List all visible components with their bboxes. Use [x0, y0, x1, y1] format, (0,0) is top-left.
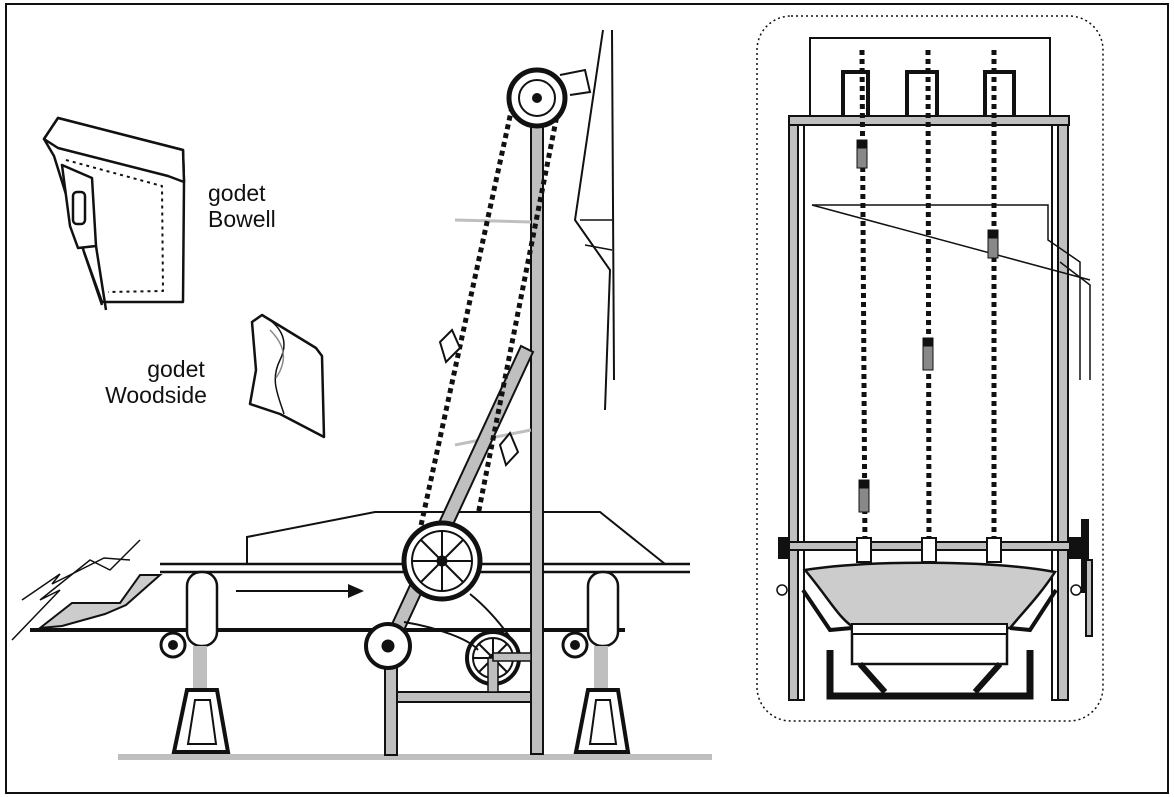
chain-bucket	[438, 328, 462, 364]
discharge-chute	[573, 29, 612, 411]
cross-section-chute	[811, 204, 1091, 380]
loading-hopper	[246, 511, 666, 565]
elevator-mast	[384, 97, 544, 756]
right-idler-support	[561, 570, 631, 754]
figure-border	[5, 3, 1169, 794]
cross-section-lower-shaft	[778, 519, 1093, 637]
bowell-label-line2: Bowell	[208, 206, 276, 232]
bowell-bucket-label: godet Bowell	[208, 180, 276, 232]
feed-chute	[11, 539, 141, 641]
inclined-strut	[378, 344, 535, 658]
boot-pulley	[401, 520, 483, 602]
flow-direction-arrow	[236, 584, 364, 598]
bucket-chain	[417, 97, 563, 531]
bowell-label-line1: godet	[208, 180, 266, 206]
cross-section-panel	[756, 15, 1104, 722]
chain-bucket	[498, 431, 520, 467]
woodside-label-line2: Woodside	[105, 382, 207, 408]
woodside-bucket-label: godet Woodside	[86, 356, 226, 408]
drive-train	[364, 593, 532, 693]
cross-section-buckets	[856, 139, 999, 513]
cross-section-trough	[801, 561, 1058, 700]
woodside-bucket-illustration	[248, 313, 326, 439]
head-pulley	[506, 67, 568, 129]
cross-section-chains	[859, 49, 997, 551]
woodside-label-line1: godet	[147, 356, 205, 382]
incoming-material	[36, 574, 163, 630]
bowell-bucket-illustration	[42, 116, 186, 311]
left-idler-support	[159, 570, 231, 754]
